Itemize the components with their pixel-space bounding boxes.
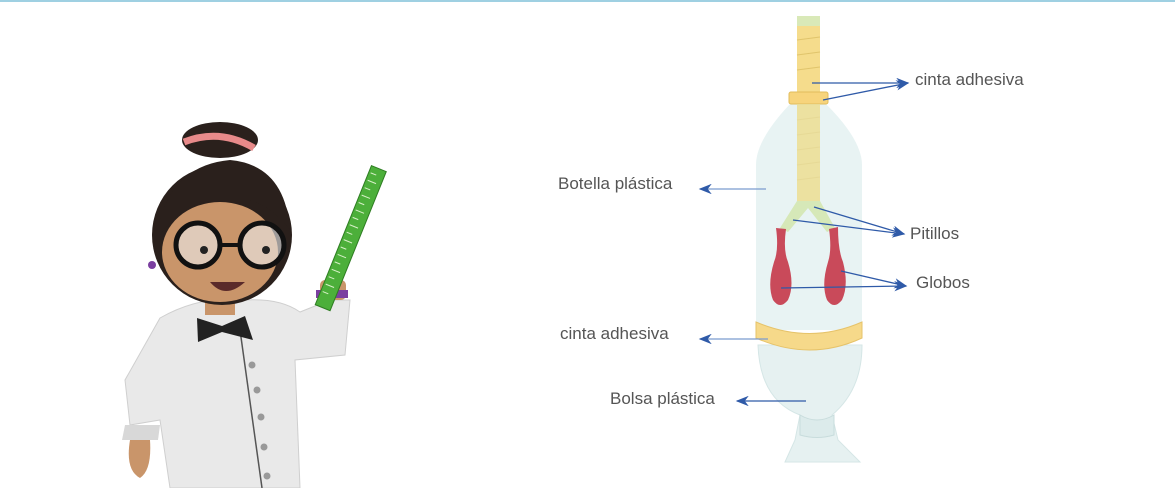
label-bottle: Botella plástica [558,174,673,193]
top-border [0,0,1175,2]
label-tape-bottom: cinta adhesiva [560,324,669,343]
bottle-diagram [755,16,863,463]
label-tape-top: cinta adhesiva [915,70,1024,89]
scientist-character [122,122,387,488]
label-arrows [698,77,910,407]
label-bag: Bolsa plástica [610,389,715,408]
label-balloons: Globos [916,273,970,292]
label-straws: Pitillos [910,224,960,243]
